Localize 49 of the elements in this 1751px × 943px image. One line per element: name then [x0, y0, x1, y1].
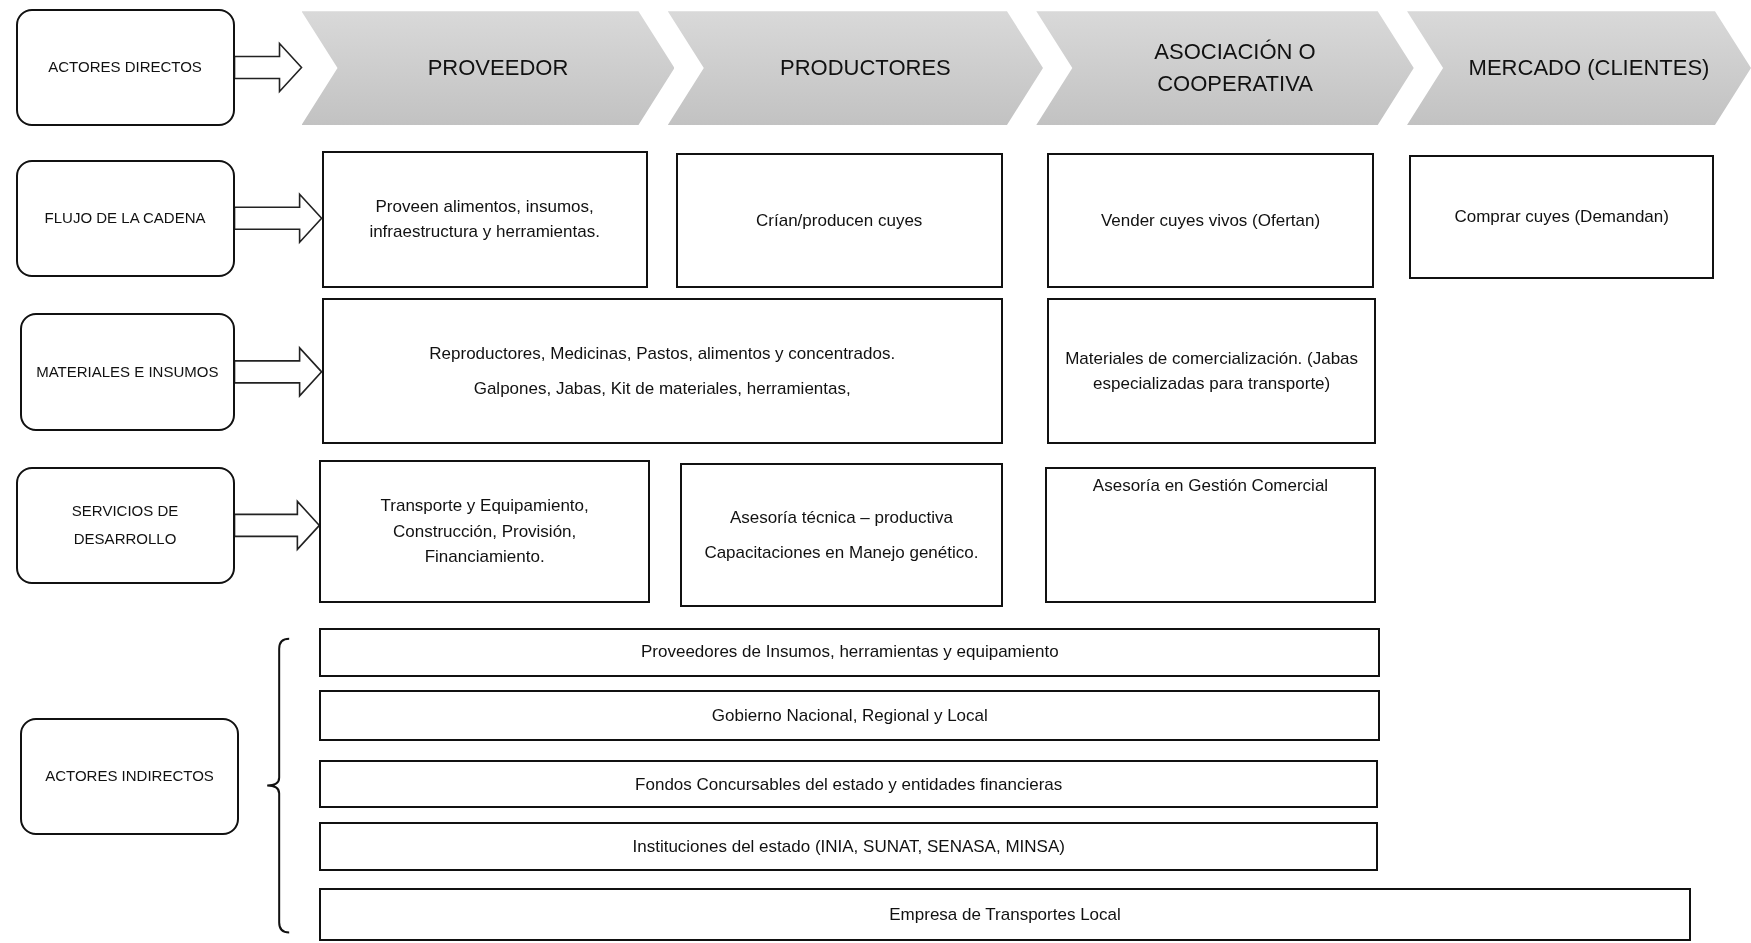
row-title: SERVICIOS DE DESARROLLO — [70, 500, 180, 550]
box-text: Asesoría técnica – productiva — [729, 506, 953, 529]
box-text: Capacitaciones en Manejo genético. — [704, 542, 979, 565]
chevron-stage — [1407, 11, 1751, 126]
content-box — [1409, 155, 1715, 280]
content-box — [319, 821, 1378, 871]
content-box — [319, 760, 1378, 809]
stage-title: PRODUCTORES — [780, 54, 951, 83]
row-header-box — [15, 466, 235, 585]
row-title: ACTORES DIRECTOS — [48, 57, 202, 78]
stage-title: PROVEEDOR — [427, 54, 569, 83]
row-header-box — [20, 718, 239, 836]
content-box — [321, 298, 1003, 445]
box-text: Proveedores de Insumos, herramientas y equipamiento — [640, 641, 1059, 664]
row-title: MATERIALES E INSUMOS — [36, 361, 219, 382]
box-text: Fondos Concursables del estado y entidades financieras — [635, 773, 1063, 796]
content-box — [319, 690, 1381, 742]
block-arrow — [233, 41, 303, 94]
row-header-box — [20, 312, 235, 432]
box-text: Instituciones del estado (INIA, SUNAT, SENASA, MINSA) — [632, 835, 1065, 858]
content-box — [680, 463, 1003, 608]
content-box — [675, 153, 1003, 289]
content-box — [1047, 153, 1374, 289]
block-arrow — [233, 345, 323, 398]
content-box — [1045, 466, 1376, 603]
box-text: Comprar cuyes (Demandan) — [1454, 206, 1669, 229]
stage-title: ASOCIACIÓN O COOPERATIVA — [1153, 38, 1317, 99]
box-text: Gobierno Nacional, Regional y Local — [711, 705, 988, 728]
box-text: Vender cuyes vivos (Ofertan) — [1100, 209, 1321, 232]
content-box — [319, 460, 650, 603]
box-text: Crían/producen cuyes — [756, 209, 923, 232]
box-text: Asesoría en Gestión Comercial — [1092, 474, 1329, 497]
row-title: FLUJO DE LA CADENA — [44, 208, 206, 229]
box-text: Proveen alimentos, insumos, infraestructura y herramientas. — [368, 195, 601, 244]
content-box — [319, 627, 1381, 677]
row-header-box — [15, 8, 235, 127]
box-text: Materiales de comercialización. (Jabas especializadas para transporte) — [1064, 347, 1360, 396]
box-text: Galpones, Jabas, Kit de materiales, herramientas, — [473, 378, 851, 401]
content-box — [1047, 298, 1376, 445]
box-text: Empresa de Transportes Local — [889, 903, 1121, 926]
row-title: ACTORES INDIRECTOS — [45, 766, 214, 787]
block-arrow — [233, 192, 323, 245]
stage-title: MERCADO (CLIENTES) — [1468, 54, 1710, 83]
box-text: Transporte y Equipamiento, Construcción, Provisión, Financiamiento. — [379, 495, 590, 569]
content-box — [321, 150, 648, 289]
box-text: Reproductores, Medicinas, Pastos, alimentos y concentrados. — [429, 342, 896, 365]
block-arrow — [233, 499, 321, 552]
row-header-box — [15, 159, 235, 277]
content-box — [319, 887, 1691, 942]
